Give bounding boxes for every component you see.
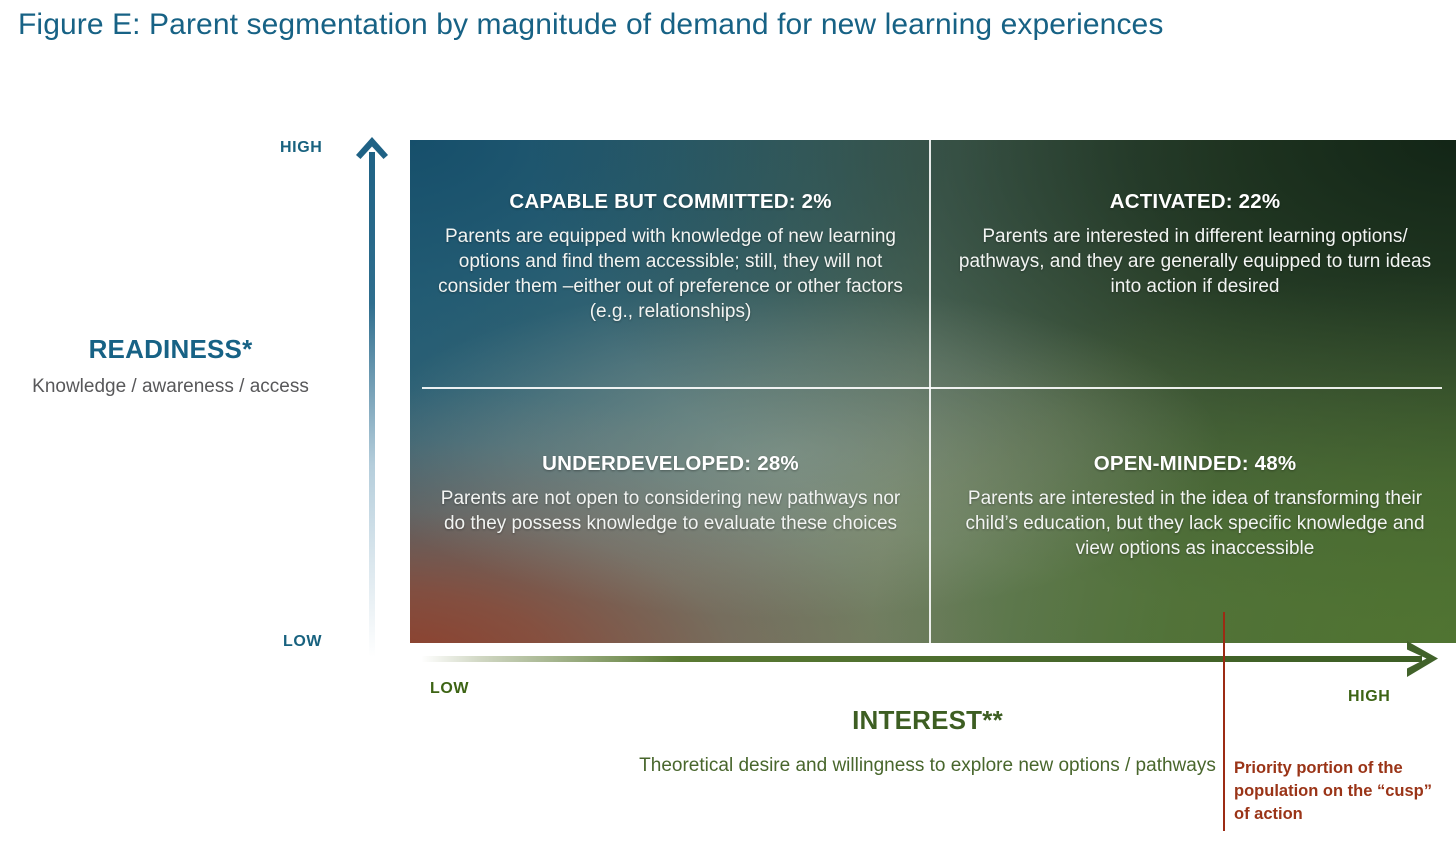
quadrant-divider-vertical (929, 140, 931, 643)
quadrant-open-minded[interactable]: OPEN-MINDED: 48% Parents are interested … (950, 452, 1440, 561)
y-axis-low-label: LOW (283, 633, 323, 650)
quadrant-activated-heading: ACTIVATED: 22% (1109, 190, 1281, 213)
quadrant-underdeveloped-description: Parents are not open to considering new … (440, 488, 901, 534)
y-axis-line (369, 152, 375, 657)
quadrant-capable-heading: CAPABLE BUT COMMITTED: 2% (509, 190, 832, 213)
quadrant-underdeveloped-heading: UNDERDEVELOPED: 28% (542, 452, 799, 475)
y-axis-title: READINESS* (88, 334, 253, 364)
quadrant-divider-horizontal (422, 387, 1442, 389)
quadrant-underdeveloped[interactable]: UNDERDEVELOPED: 28% Parents are not open… (428, 452, 913, 536)
quadrant-capable-description: Parents are equipped with knowledge of n… (438, 226, 903, 322)
x-axis-title: INTEREST** (852, 705, 1003, 735)
x-axis-subtitle: Theoretical desire and willingness to ex… (639, 755, 1216, 776)
page-title: Figure E: Parent segmentation by magnitu… (18, 8, 1164, 41)
x-axis-high-label: HIGH (1348, 688, 1391, 705)
priority-annotation-text: Priority portion of the population on th… (1234, 759, 1432, 823)
quadrant-activated[interactable]: ACTIVATED: 22% Parents are interested in… (950, 190, 1440, 299)
priority-marker-line (1223, 612, 1225, 831)
quadrant-activated-description: Parents are interested in different lear… (958, 226, 1432, 297)
segmentation-matrix: CAPABLE BUT COMMITTED: 2% Parents are eq… (410, 140, 1456, 643)
arrow-right-icon (1404, 639, 1440, 679)
matrix-gradient-bottom-left (410, 140, 1456, 643)
matrix-gradient-haze (410, 140, 1456, 643)
x-axis-low-label: LOW (430, 680, 470, 697)
quadrant-open-minded-heading: OPEN-MINDED: 48% (1093, 452, 1297, 475)
x-axis-line (421, 656, 1422, 662)
quadrant-capable-but-committed[interactable]: CAPABLE BUT COMMITTED: 2% Parents are eq… (428, 190, 913, 324)
quadrant-open-minded-description: Parents are interested in the idea of tr… (965, 488, 1425, 559)
y-axis-subtitle: Knowledge / awareness / access (32, 376, 309, 397)
y-axis-high-label: HIGH (280, 139, 323, 156)
arrow-up-icon (355, 136, 389, 166)
